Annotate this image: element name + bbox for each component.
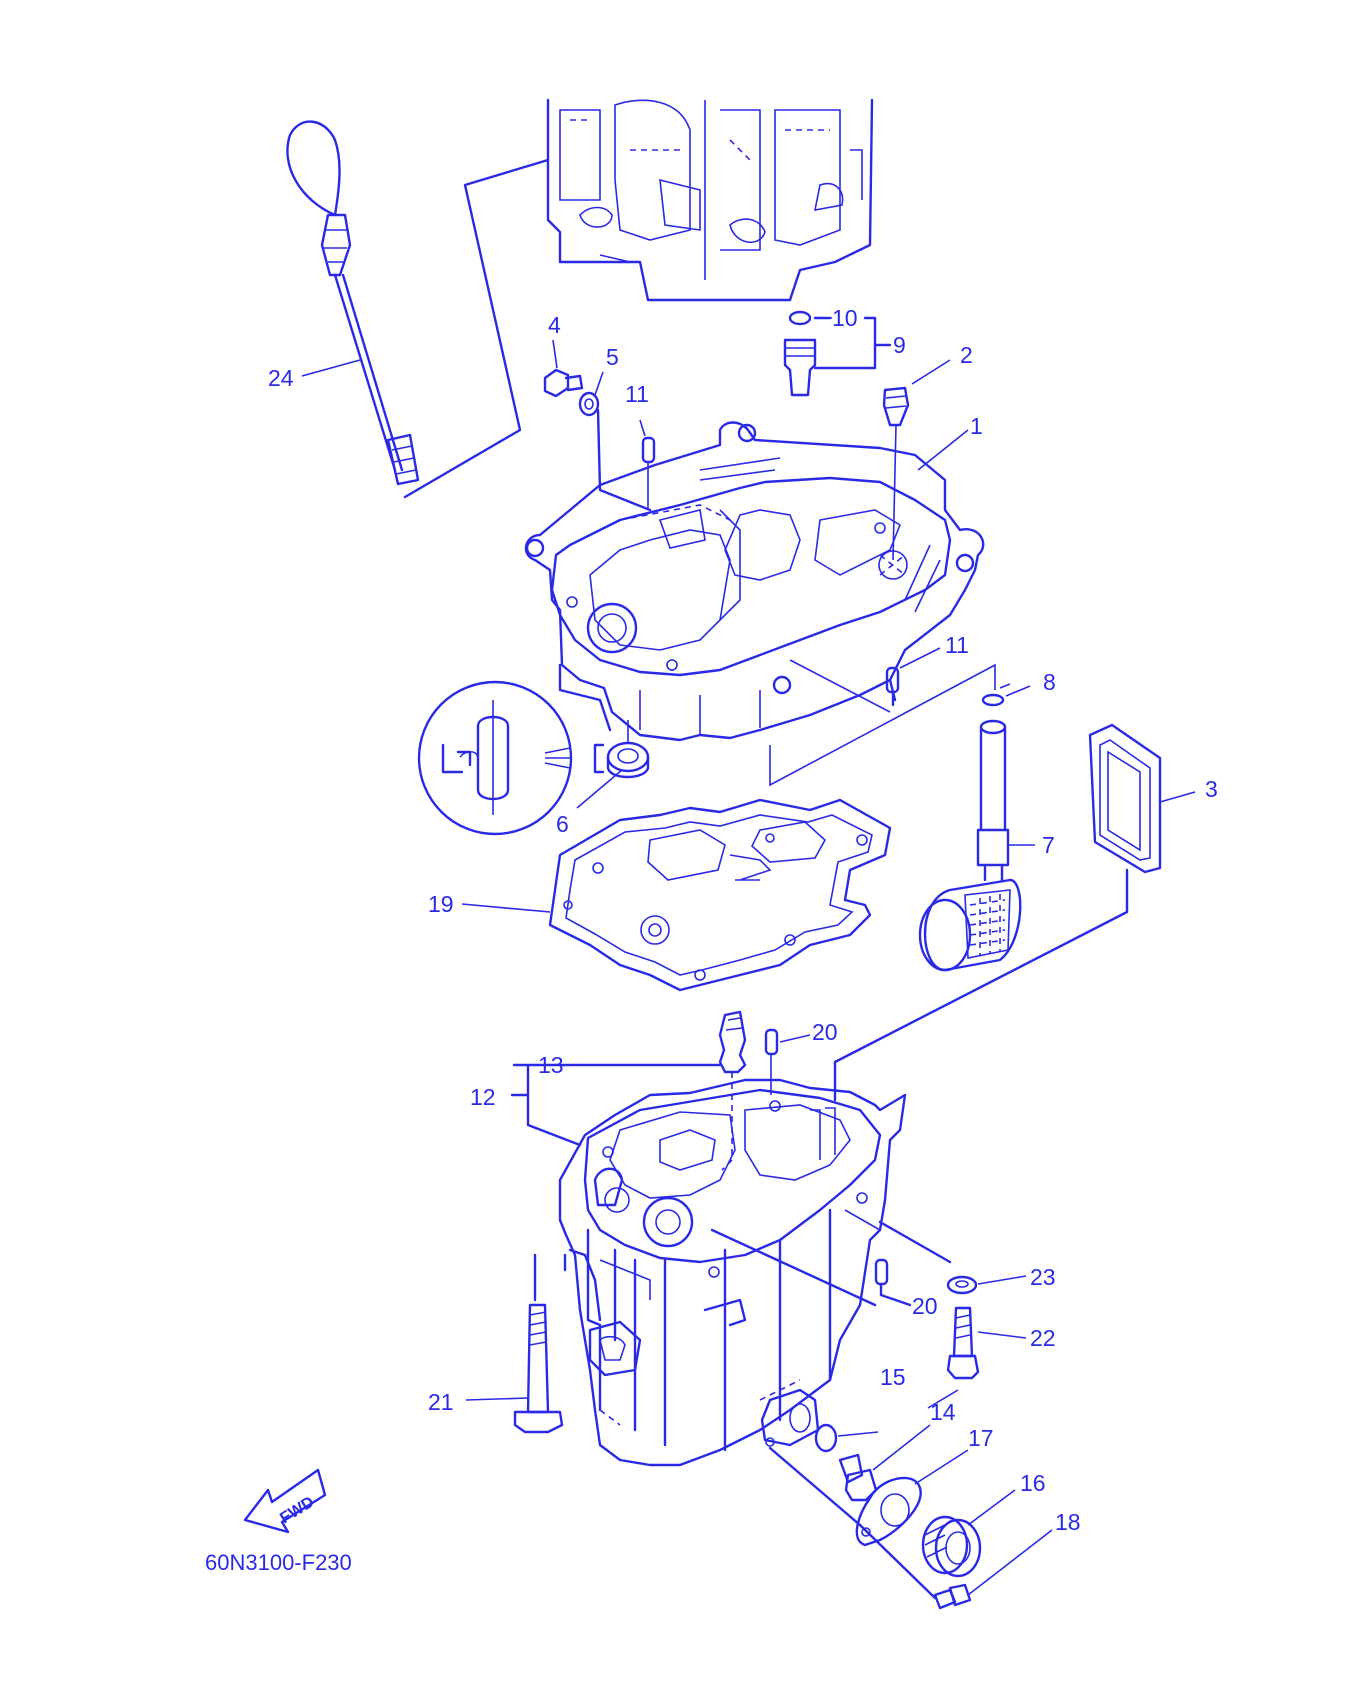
washer-part-23 xyxy=(946,1275,978,1295)
oil-strainer-part-7 xyxy=(918,719,1022,972)
cover-part-16 xyxy=(921,1515,982,1578)
callout-12: 12 xyxy=(470,1084,496,1110)
baffle-plate-part-3 xyxy=(1088,723,1162,874)
gasket-part-15 xyxy=(814,1423,838,1453)
callout-20-upper: 20 xyxy=(812,1019,838,1045)
callout-10: 10 xyxy=(832,305,858,331)
callout-24: 24 xyxy=(268,365,294,391)
callout-17: 17 xyxy=(968,1425,994,1451)
callout-9: 9 xyxy=(893,332,906,358)
guide-line-baffle xyxy=(833,868,1129,1102)
clip-part-8 xyxy=(981,683,1011,707)
upper-oil-pan-part-1 xyxy=(524,421,985,742)
callout-6: 6 xyxy=(556,811,569,837)
dowel-pin-part-20-upper xyxy=(764,1028,779,1095)
fwd-label: FWD xyxy=(277,1494,317,1528)
gasket-part-17 xyxy=(855,1476,922,1547)
oil-seal-detail-inset xyxy=(417,680,605,836)
leader-20b-line xyxy=(710,1228,912,1307)
callout-2: 2 xyxy=(960,342,973,368)
callout-16: 16 xyxy=(1020,1470,1046,1496)
dipstick-part xyxy=(286,120,420,486)
leader-5-line xyxy=(596,408,652,512)
callout-4: 4 xyxy=(548,312,561,338)
forward-arrow-icon: FWD xyxy=(243,1468,327,1534)
callout-22: 22 xyxy=(1030,1325,1056,1351)
bracket-12-13-line xyxy=(510,1063,722,1147)
callout-leaders xyxy=(301,317,1196,1596)
bolt-part-14 xyxy=(838,1453,878,1502)
drain-boss xyxy=(760,1388,820,1447)
bolt-part-4 xyxy=(543,368,584,398)
callout-18: 18 xyxy=(1055,1509,1081,1535)
leader-18-path xyxy=(858,1523,937,1600)
callout-23: 23 xyxy=(1030,1264,1056,1290)
callout-19: 19 xyxy=(428,891,454,917)
diagram-code: 60N3100-F230 xyxy=(205,1550,352,1575)
callout-7: 7 xyxy=(1042,832,1055,858)
callout-11-upper: 11 xyxy=(625,381,649,407)
callout-5: 5 xyxy=(606,344,619,370)
gasket-part-19 xyxy=(548,798,892,992)
callout-labels: 1 2 3 4 5 6 7 8 9 10 11 11 12 13 14 15 1… xyxy=(268,305,1218,1535)
callout-1: 1 xyxy=(970,413,983,439)
callout-13: 13 xyxy=(538,1052,564,1078)
leader-23-line xyxy=(878,1220,952,1264)
callout-11-lower: 11 xyxy=(945,632,969,658)
callout-15: 15 xyxy=(880,1364,906,1390)
washer-part-5 xyxy=(578,391,600,417)
dowel-pin-part-11-upper xyxy=(641,436,656,508)
plug-part-2 xyxy=(882,386,910,561)
engine-block-illustration xyxy=(546,98,874,302)
screw-part-18 xyxy=(933,1583,972,1610)
callout-3: 3 xyxy=(1205,776,1218,802)
drain-guide-line xyxy=(768,1446,862,1527)
bolt-part-22 xyxy=(946,1306,980,1380)
dipstick-guide-line xyxy=(403,158,550,499)
callout-20-lower: 20 xyxy=(912,1293,938,1319)
dowel-pin-part-20-lower xyxy=(874,1258,889,1286)
fitting-part-13 xyxy=(718,1010,747,1171)
guide-line-lower-pan xyxy=(769,663,996,787)
callout-8: 8 xyxy=(1043,669,1056,695)
callout-14: 14 xyxy=(930,1399,956,1425)
callout-21: 21 xyxy=(428,1389,454,1415)
guide-line-plug xyxy=(789,659,891,713)
oil-seal-part-6 xyxy=(606,720,650,779)
bolt-part-21 xyxy=(513,1253,567,1434)
fitting-part-9 xyxy=(783,310,817,397)
lower-oil-pan-part-12 xyxy=(558,1078,907,1467)
